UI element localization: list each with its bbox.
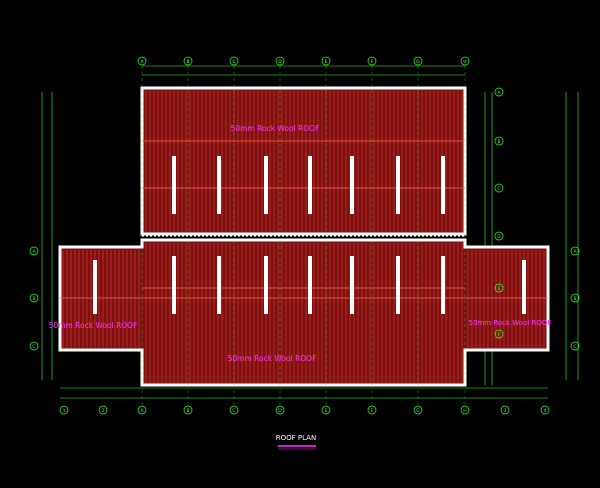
grid-bubble-label: D xyxy=(278,408,282,414)
row-grid-bubble-left: A xyxy=(29,246,39,256)
grid-bubble-label: C xyxy=(32,344,35,350)
column-grid-bubble-bottom: C xyxy=(229,405,239,415)
column-grid-bubble-top: B xyxy=(183,56,193,66)
grid-bubble-label: A xyxy=(573,249,577,255)
drawing-title: ROOF PLAN xyxy=(276,434,316,442)
column-grid-bubble-bottom: F xyxy=(367,405,377,415)
grid-bubble-label: A xyxy=(140,59,144,65)
skylight xyxy=(441,156,445,214)
grid-bubble-label: A xyxy=(32,249,36,255)
grid-bubble-label: F xyxy=(371,59,374,65)
skylights xyxy=(93,156,526,314)
row-grid-bubble-far-right: B xyxy=(570,293,580,303)
grid-bubble-label: B xyxy=(186,59,189,65)
grid-bubble-label: B xyxy=(186,408,189,414)
skylight xyxy=(308,256,312,314)
column-grid-bubble-top: H xyxy=(460,56,470,66)
skylight xyxy=(350,256,354,314)
grid-bubble-label: F xyxy=(498,332,501,338)
right-wing-roof-label: 50mm Rock Wool ROOF xyxy=(469,319,552,327)
grid-bubble-label: C xyxy=(232,408,235,414)
grid-bubble-label: B xyxy=(32,296,35,302)
column-grid-bubble-top: G xyxy=(413,56,423,66)
grid-bubble-label: E xyxy=(498,286,501,292)
column-grid-bubble-bottom: B xyxy=(183,405,193,415)
grid-bubble-label: H xyxy=(463,59,466,65)
column-grid-bubble-top: F xyxy=(367,56,377,66)
grid-bubble-label: A xyxy=(497,90,501,96)
grid-bubble-label: 1 xyxy=(63,408,66,414)
grid-bubble-label: E xyxy=(325,59,328,65)
grid-bubble-label: A xyxy=(140,408,144,414)
column-grid-bubble-top: D xyxy=(275,56,285,66)
column-grid-bubble-bottom: 1 xyxy=(59,405,69,415)
column-grid-bubble-bottom: 3 xyxy=(500,405,510,415)
lower-roof xyxy=(58,238,550,387)
row-grid-bubble-right: E xyxy=(494,283,504,293)
skylight xyxy=(264,256,268,314)
skylight xyxy=(350,156,354,214)
grid-bubble-label: 2 xyxy=(102,408,105,414)
grid-bubble-label: C xyxy=(573,344,576,350)
grid-bubble-label: D xyxy=(278,59,282,65)
skylight xyxy=(396,256,400,314)
grid-bubble-label: C xyxy=(497,186,500,192)
row-grid-bubble-right: D xyxy=(494,231,504,241)
grid-bubble-label: B xyxy=(573,296,576,302)
skylight xyxy=(172,256,176,314)
column-grid-bubble-top: C xyxy=(229,56,239,66)
column-grid-bubble-bottom: 2 xyxy=(98,405,108,415)
row-grid-bubble-right: A xyxy=(494,87,504,97)
grid-bubble-label: 4 xyxy=(544,408,547,414)
column-grid-bubble-bottom: A xyxy=(137,405,147,415)
row-grid-bubble-right: C xyxy=(494,183,504,193)
row-grid-bubble-far-right: A xyxy=(570,246,580,256)
column-grid-bubble-bottom: G xyxy=(413,405,423,415)
skylight xyxy=(522,260,526,314)
row-grid-bubble-right: F xyxy=(494,329,504,339)
skylight xyxy=(93,260,97,314)
row-grid-bubble-left: C xyxy=(29,341,39,351)
grid-bubble-label: C xyxy=(232,59,235,65)
grid-bubble-label: D xyxy=(497,234,501,240)
grid-bubble-label: F xyxy=(371,408,374,414)
column-grid-bubble-bottom: 4 xyxy=(540,405,550,415)
skylight xyxy=(264,156,268,214)
column-grid-bubble-bottom: D xyxy=(275,405,285,415)
skylight xyxy=(396,156,400,214)
grid-bubble-label: G xyxy=(416,59,420,65)
grid-bubble-label: H xyxy=(463,408,466,414)
skylight xyxy=(172,156,176,214)
upper-roof xyxy=(140,86,467,236)
left-wing-roof-label: 50mm Rock Wool ROOF xyxy=(49,321,138,330)
row-grid-bubble-left: B xyxy=(29,293,39,303)
grid-bubble-label: G xyxy=(416,408,420,414)
grid-lines xyxy=(60,60,548,405)
grid-bubble-label: 3 xyxy=(504,408,507,414)
skylight xyxy=(441,256,445,314)
column-grid-bubble-top: E xyxy=(321,56,331,66)
skylight xyxy=(308,156,312,214)
grid-bubble-label: E xyxy=(325,408,328,414)
skylight xyxy=(217,156,221,214)
column-grid-bubble-bottom: H xyxy=(460,405,470,415)
upper-roof-label: 50mm Rock Wool ROOF xyxy=(231,124,320,133)
row-grid-bubble-right: B xyxy=(494,136,504,146)
grid-bubble-label: B xyxy=(497,139,500,145)
row-grid-bubble-far-right: C xyxy=(570,341,580,351)
grid-bubbles: A B C D E F G H 1 2 A B C D E F G H 3 4 A B C D E F A B C A B C xyxy=(29,56,580,415)
column-grid-bubble-bottom: E xyxy=(321,405,331,415)
lower-roof-label: 50mm Rock Wool ROOF xyxy=(228,354,317,363)
skylight xyxy=(217,256,221,314)
column-grid-bubble-top: A xyxy=(137,56,147,66)
